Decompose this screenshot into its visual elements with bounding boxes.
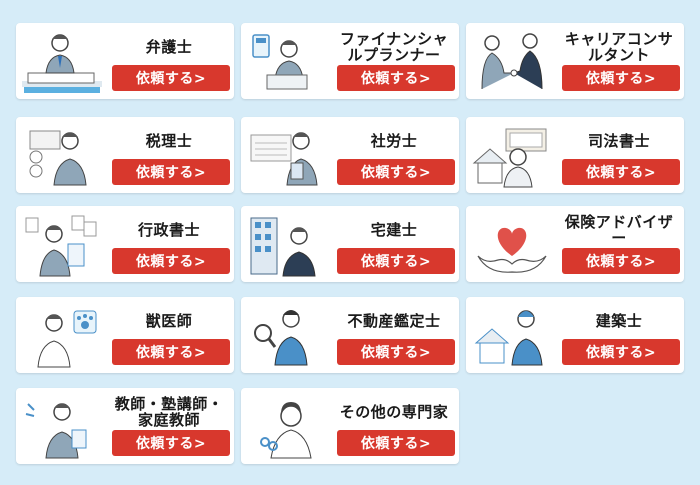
card-title: その他の専門家 xyxy=(339,403,449,421)
card-title: 教師・塾講師・家庭教師 xyxy=(114,395,224,429)
career-consultant-illustration xyxy=(481,33,543,90)
real-estate-agent-illustration xyxy=(250,217,316,277)
card-title: 社労士 xyxy=(370,132,418,150)
request-button[interactable]: 依頼する> xyxy=(562,339,680,365)
card-title: 宅建士 xyxy=(370,221,418,239)
veterinarian-illustration xyxy=(37,310,97,368)
card-title: 獣医師 xyxy=(145,312,193,330)
card-real-estate-agent[interactable]: 宅建士 依頼する> xyxy=(241,206,459,282)
card-title: 行政書士 xyxy=(137,221,200,239)
lawyer-illustration xyxy=(22,34,102,93)
request-button[interactable]: 依頼する> xyxy=(112,65,230,91)
other-expert-illustration xyxy=(260,402,312,459)
card-real-estate-appraiser[interactable]: 不動産鑑定士 依頼する> xyxy=(241,297,459,373)
request-button[interactable]: 依頼する> xyxy=(112,339,230,365)
card-title: キャリアコンサルタント xyxy=(564,30,674,64)
request-button[interactable]: 依頼する> xyxy=(112,430,230,456)
card-teacher[interactable]: 教師・塾講師・家庭教師 依頼する> xyxy=(16,388,234,464)
request-button[interactable]: 依頼する> xyxy=(337,159,455,185)
real-estate-appraiser-illustration xyxy=(254,310,308,366)
request-button[interactable]: 依頼する> xyxy=(337,430,455,456)
card-title: 建築士 xyxy=(595,312,643,330)
card-title: 司法書士 xyxy=(587,132,650,150)
card-insurance-advisor[interactable]: 保険アドバイザー 依頼する> xyxy=(466,206,684,282)
card-veterinarian[interactable]: 獣医師 依頼する> xyxy=(16,297,234,373)
card-labor-consultant[interactable]: 社労士 依頼する> xyxy=(241,117,459,193)
tax-accountant-illustration xyxy=(29,130,87,186)
request-button[interactable]: 依頼する> xyxy=(112,159,230,185)
judicial-scrivener-illustration xyxy=(472,128,547,188)
architect-illustration xyxy=(474,310,543,366)
card-title: 税理士 xyxy=(145,132,193,150)
request-button[interactable]: 依頼する> xyxy=(337,339,455,365)
request-button[interactable]: 依頼する> xyxy=(337,248,455,274)
card-judicial-scrivener[interactable]: 司法書士 依頼する> xyxy=(466,117,684,193)
request-button[interactable]: 依頼する> xyxy=(112,248,230,274)
insurance-advisor-illustration xyxy=(477,227,547,273)
request-button[interactable]: 依頼する> xyxy=(562,248,680,274)
card-title: 保険アドバイザー xyxy=(564,213,674,247)
card-title: 不動産鑑定士 xyxy=(347,312,441,330)
card-title: 弁護士 xyxy=(145,38,193,56)
labor-consultant-illustration xyxy=(250,132,318,186)
request-button[interactable]: 依頼する> xyxy=(337,65,455,91)
financial-planner-illustration xyxy=(252,34,308,90)
card-title: ファイナンシャルプランナー xyxy=(339,30,449,64)
card-administrative-scrivener[interactable]: 行政書士 依頼する> xyxy=(16,206,234,282)
card-other-expert[interactable]: その他の専門家 依頼する> xyxy=(241,388,459,464)
card-lawyer[interactable]: 弁護士 依頼する> xyxy=(16,23,234,99)
request-button[interactable]: 依頼する> xyxy=(562,65,680,91)
card-architect[interactable]: 建築士 依頼する> xyxy=(466,297,684,373)
card-financial-planner[interactable]: ファイナンシャルプランナー 依頼する> xyxy=(241,23,459,99)
card-career-consultant[interactable]: キャリアコンサルタント 依頼する> xyxy=(466,23,684,99)
request-button[interactable]: 依頼する> xyxy=(562,159,680,185)
card-tax-accountant[interactable]: 税理士 依頼する> xyxy=(16,117,234,193)
teacher-illustration xyxy=(25,403,87,459)
administrative-scrivener-illustration xyxy=(25,215,97,277)
